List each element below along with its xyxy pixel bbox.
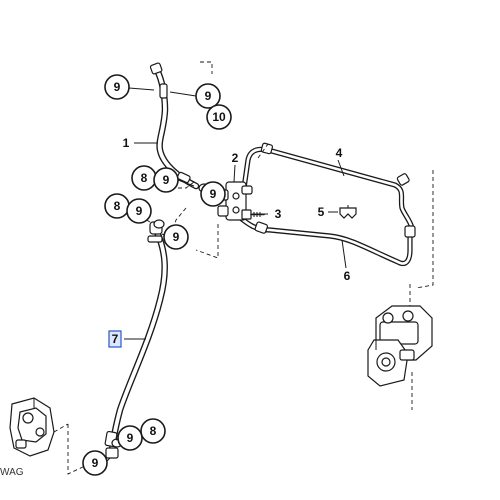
bubble-9-hose: 9 [163, 224, 189, 250]
bubble-9-bottom: 9 [82, 450, 108, 476]
svg-text:9: 9 [114, 80, 121, 94]
callout-5: 5 [318, 205, 325, 219]
svg-text:8: 8 [150, 424, 157, 438]
callout-7-highlighted[interactable]: 7 [108, 330, 122, 348]
sealing-washers [111, 183, 210, 448]
svg-text:7: 7 [112, 332, 119, 346]
brake-pipe-6[interactable] [235, 213, 416, 267]
callout-3: 3 [275, 207, 282, 221]
svg-text:9: 9 [210, 187, 217, 201]
bubble-9-junction: 9 [200, 181, 226, 207]
brake-hose-1[interactable] [149, 62, 200, 190]
leader-lines [105, 87, 347, 463]
bubble-8-left: 8 [104, 193, 130, 219]
abs-unit [367, 305, 433, 387]
svg-text:9: 9 [136, 204, 143, 218]
bubble-9-mid: 9 [153, 167, 179, 193]
bubble-9-right-top: 9 [195, 83, 221, 109]
svg-text:9: 9 [173, 230, 180, 244]
bubble-10: 10 [206, 104, 232, 130]
brake-caliper [9, 397, 55, 457]
callout-4: 4 [336, 146, 343, 160]
bubble-9-low: 9 [117, 425, 143, 451]
svg-text:8: 8 [141, 171, 148, 185]
svg-text:9: 9 [92, 456, 99, 470]
callout-6: 6 [344, 269, 351, 283]
assembly-guide-lines [53, 61, 434, 475]
svg-text:10: 10 [212, 110, 226, 124]
svg-text:9: 9 [205, 89, 212, 103]
bubble-9-top: 9 [104, 74, 130, 100]
clip-5[interactable] [339, 205, 357, 219]
svg-text:8: 8 [114, 199, 121, 213]
bubble-8-low: 8 [140, 418, 166, 444]
svg-text:9: 9 [163, 173, 170, 187]
brand-watermark: WAG [0, 467, 24, 478]
callout-2: 2 [232, 151, 239, 165]
svg-text:9: 9 [127, 431, 134, 445]
brake-pipe-4[interactable] [241, 142, 415, 231]
callout-1: 1 [123, 136, 130, 150]
bubble-9-left: 9 [126, 198, 152, 224]
bubble-8-mid: 8 [131, 165, 157, 191]
